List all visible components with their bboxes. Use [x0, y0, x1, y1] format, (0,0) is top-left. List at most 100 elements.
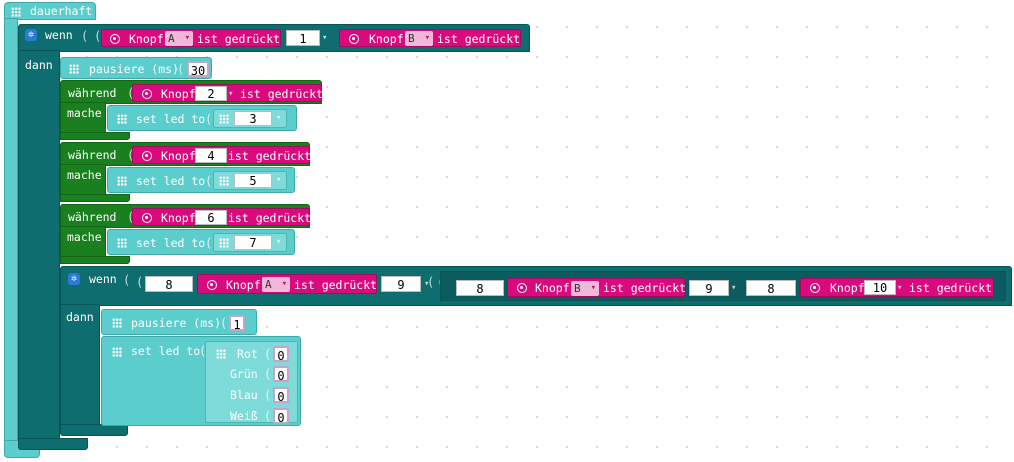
knopf-label: Knopf [129, 32, 164, 46]
led-value[interactable]: 5 [234, 173, 272, 188]
grid-icon [117, 238, 127, 248]
led-value-block[interactable]: 7 ▾ [213, 233, 287, 252]
rgb-row-label: Rot [237, 347, 258, 361]
led-value-block[interactable]: 3 ▾ [213, 109, 287, 128]
operator-value[interactable]: 9 [689, 280, 729, 296]
led-value[interactable]: 3 [234, 111, 272, 126]
set-led-block[interactable]: set led to ( 5 ▾ [107, 167, 295, 193]
open-paren: ( [127, 210, 135, 224]
do-label: mache [67, 106, 102, 120]
operator-value[interactable]: 1 [286, 30, 320, 46]
pin-value[interactable]: 4 [195, 148, 227, 163]
open-paren: ( [264, 388, 272, 402]
pause-block[interactable]: pausiere (ms) ( 30 [60, 57, 212, 79]
inner-if-footer [60, 424, 128, 436]
led-value[interactable]: 7 [234, 235, 272, 250]
knopf-label: Knopf [161, 149, 196, 163]
do-label: mache [67, 168, 102, 182]
pin-value[interactable]: 10 [864, 280, 896, 295]
target-icon [110, 34, 120, 44]
grid-icon [11, 7, 21, 17]
knopf-label: Knopf [226, 278, 261, 292]
while-label: während [68, 148, 117, 162]
open-paren: ( [205, 236, 213, 250]
pressed-label: ist gedrückt [240, 87, 324, 101]
button-b-pressed-block[interactable]: Knopf B ist gedrückt [339, 29, 521, 47]
button-pin-pressed-block[interactable]: Knopf 2 ▾ ist gedrückt [132, 84, 324, 102]
rgb-value[interactable]: 0 [273, 366, 289, 383]
grid-icon [216, 349, 226, 359]
outer-then-label: dann [25, 58, 53, 72]
inner-if-body-left [60, 304, 100, 434]
button-pin-pressed-block[interactable]: Knopf 6 ist gedrückt [132, 208, 312, 226]
pause-value[interactable]: 1 [229, 315, 245, 332]
rgb-value[interactable]: 0 [273, 408, 289, 425]
grid-icon [219, 176, 229, 186]
compare-left-value[interactable]: 8 [145, 276, 193, 292]
open-paren: ( [264, 409, 272, 423]
target-icon [142, 151, 152, 161]
compare-left-value[interactable]: 8 [456, 280, 504, 296]
set-led-label: set led to [136, 112, 206, 126]
set-led-block[interactable]: set led to ( 7 ▾ [107, 229, 295, 255]
set-led-rgb-block[interactable]: set led to ( Rot ( 0 Grün ( 0 Blau ( 0 W… [101, 336, 301, 426]
inner-then-label: dann [66, 310, 94, 324]
button-a-pressed-block[interactable]: Knopf A ist gedrückt [197, 274, 377, 294]
led-value-block[interactable]: 5 ▾ [213, 171, 287, 190]
forever-block[interactable]: dauerhaft [4, 2, 96, 20]
grid-icon [117, 176, 127, 186]
grid-icon [69, 64, 79, 74]
target-icon [142, 89, 152, 99]
while-label: während [68, 210, 117, 224]
pressed-label: ist gedrückt [437, 32, 521, 46]
compare-left-value[interactable]: 8 [746, 280, 796, 296]
rgb-color-block[interactable]: Rot ( 0 Grün ( 0 Blau ( 0 Weiß ( 0 [205, 341, 298, 425]
operator-value[interactable]: 9 [381, 276, 421, 292]
target-icon [142, 213, 152, 223]
open-paren: ( [136, 275, 144, 289]
pause-value[interactable]: 30 [187, 61, 209, 78]
grid-icon [219, 238, 229, 248]
gear-icon[interactable]: ✲ [68, 273, 80, 285]
forever-body-left [4, 18, 18, 452]
target-icon [207, 280, 217, 290]
rgb-value[interactable]: 0 [273, 387, 289, 404]
rgb-row-label: Blau [230, 388, 258, 402]
pause-block[interactable]: pausiere (ms) ( 1 [101, 309, 257, 335]
pin-value[interactable]: 6 [195, 210, 227, 225]
button-pin-pressed-block[interactable]: Knopf 10 ▾ ist gedrückt [800, 278, 994, 297]
button-pin-pressed-block[interactable]: Knopf 4 ist gedrückt [132, 146, 312, 164]
set-led-block[interactable]: set led to ( 3 ▾ [107, 105, 297, 131]
open-paren: ( [199, 344, 207, 358]
rgb-value[interactable]: 0 [273, 346, 289, 363]
open-paren: ( [264, 367, 272, 381]
while-footer [60, 194, 130, 202]
button-select[interactable]: A [165, 31, 193, 46]
pressed-label: ist gedrückt [909, 281, 993, 295]
pin-value[interactable]: 2 [195, 86, 227, 101]
button-select[interactable]: B [571, 281, 599, 296]
knopf-label: Knopf [830, 281, 865, 295]
pressed-label: ist gedrückt [228, 211, 312, 225]
pressed-label: ist gedrückt [197, 32, 281, 46]
button-b-pressed-block[interactable]: Knopf B ist gedrückt [507, 278, 686, 297]
dropdown-arrow: ▾ [731, 283, 737, 293]
inner-if-label: wenn [89, 272, 117, 286]
dropdown-arrow: ▾ [276, 237, 282, 247]
set-led-label: set led to [136, 236, 206, 250]
button-select[interactable]: B [405, 31, 433, 46]
outer-if-label: wenn [45, 28, 73, 42]
set-led-label: set led to [136, 174, 206, 188]
grid-icon [112, 347, 122, 357]
open-paren: ( [123, 273, 131, 287]
open-paren: ( [127, 148, 135, 162]
open-paren: ( [264, 347, 272, 361]
gear-icon[interactable]: ✲ [25, 29, 37, 41]
rgb-row-label: Grün [230, 367, 258, 381]
button-a-pressed-block[interactable]: Knopf A ist gedrückt [101, 29, 281, 47]
do-label: mache [67, 230, 102, 244]
button-select[interactable]: A [262, 277, 290, 292]
open-paren: ( [127, 86, 135, 100]
pressed-label: ist gedrückt [228, 149, 312, 163]
forever-label: dauerhaft [30, 4, 93, 18]
